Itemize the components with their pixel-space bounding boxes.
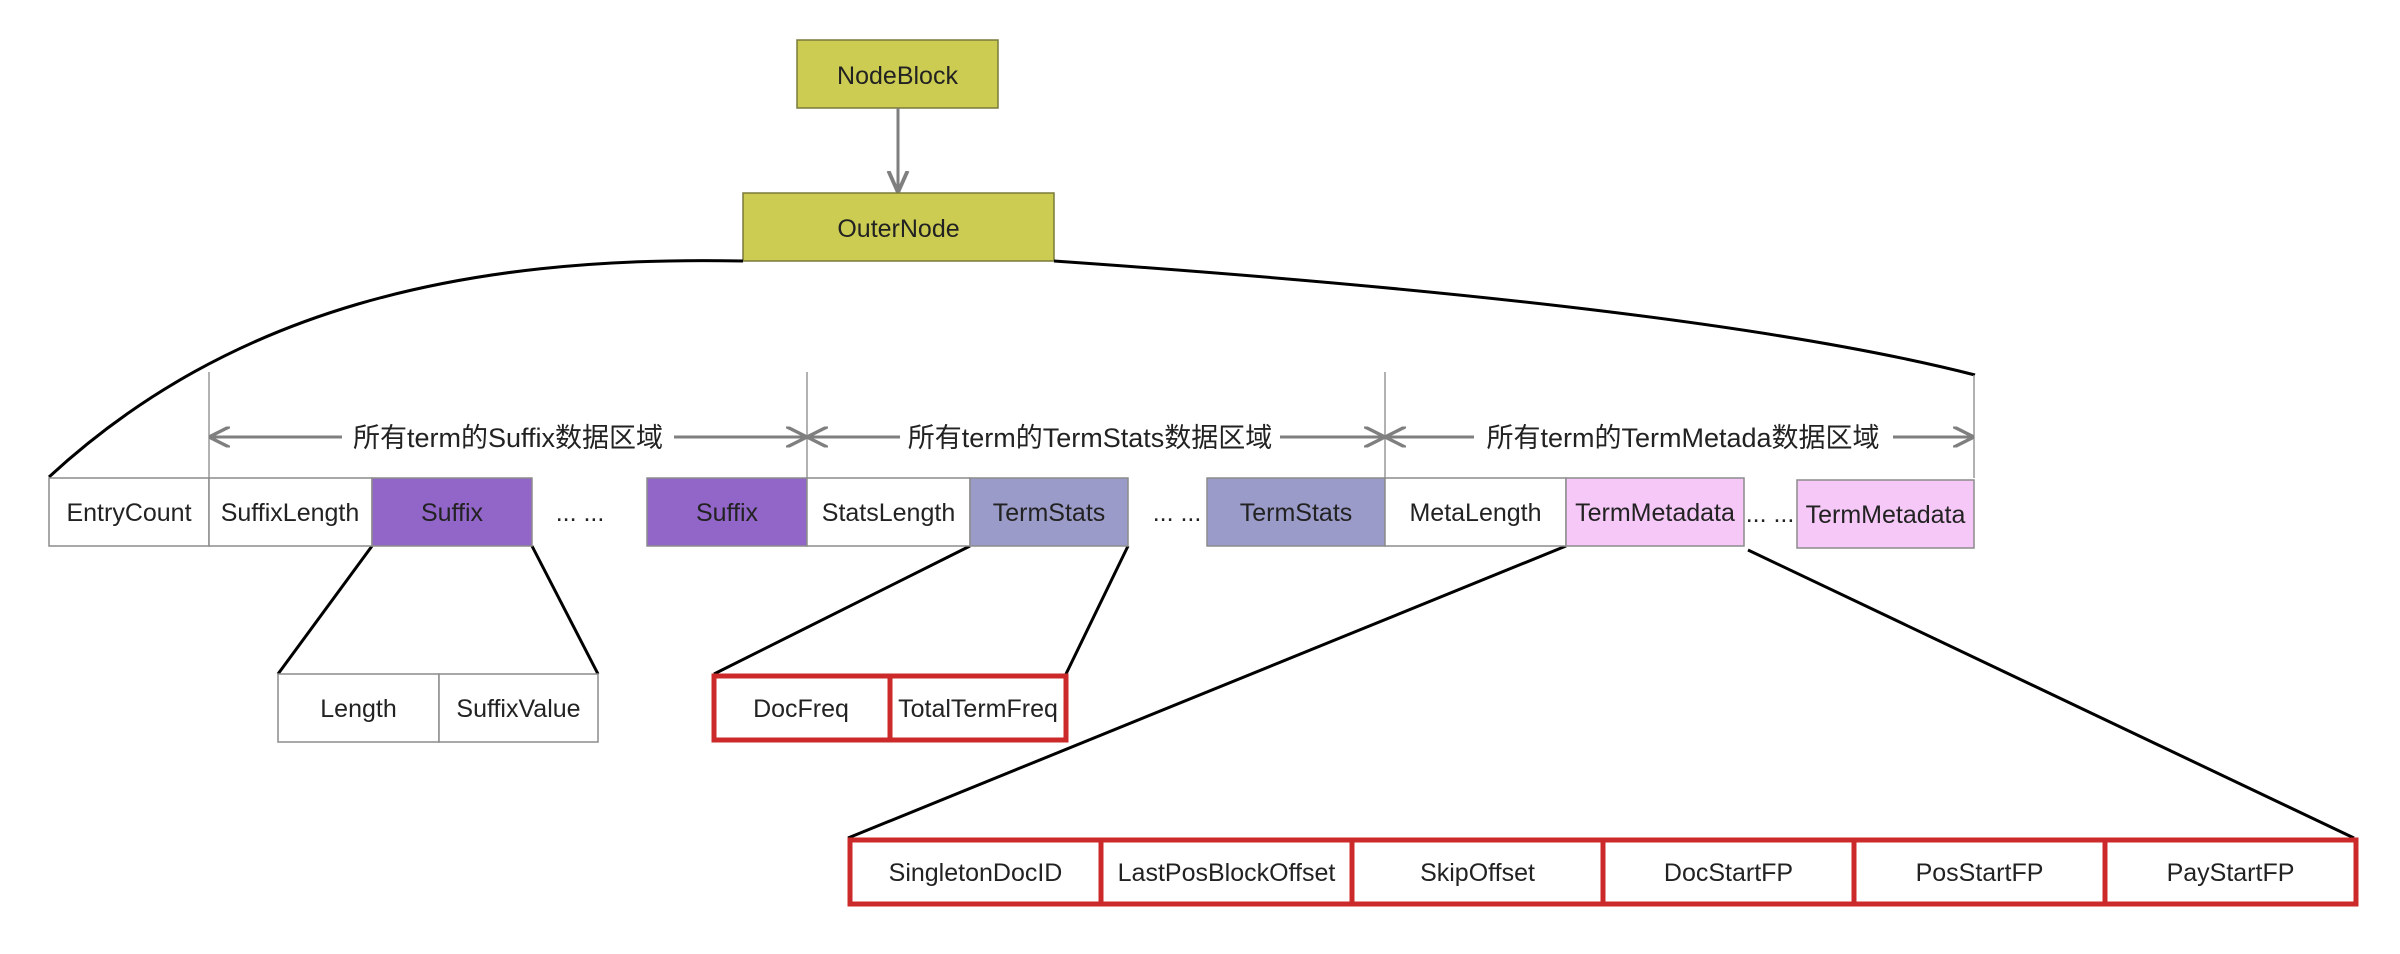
- termstats-detail-connector-left: [713, 544, 971, 676]
- outer-node-left-curve: [47, 259, 744, 479]
- termmetadata-detail-connector-right: [1747, 548, 2355, 840]
- singleton-doc-id-label: SingletonDocID: [889, 859, 1063, 887]
- node-block-label: NodeBlock: [837, 62, 958, 90]
- suffix-value-label: SuffixValue: [456, 695, 580, 723]
- termstats-detail-row: DocFreq TotalTermFreq: [711, 673, 1069, 743]
- meta-length-cell: [1384, 477, 1567, 547]
- node-block-box: [796, 39, 999, 109]
- length-cell: [277, 673, 440, 743]
- ellipsis-3: ... ...: [1746, 500, 1795, 528]
- suffix-cell-2: [646, 477, 808, 547]
- length-label: Length: [320, 695, 396, 723]
- outer-node-box: [742, 192, 1055, 262]
- last-pos-block-offset-label: LastPosBlockOffset: [1118, 859, 1336, 887]
- total-term-freq-cell: [887, 673, 1069, 743]
- suffix-detail-connector-left: [276, 545, 374, 675]
- skip-offset-label: SkipOffset: [1420, 859, 1535, 887]
- meta-length-label: MetaLength: [1409, 499, 1541, 527]
- entry-count-cell: [48, 477, 210, 547]
- termmetadata-label-2: TermMetadata: [1806, 501, 1966, 529]
- termmetadata-detail-connector-left: [847, 544, 1567, 840]
- termstats-region-label: 所有term的TermStats数据区域: [908, 423, 1273, 453]
- stats-length-label: StatsLength: [822, 499, 955, 527]
- main-row: EntryCount SuffixLength Suffix ... ... S…: [48, 477, 1975, 549]
- termstats-label-1: TermStats: [993, 499, 1106, 527]
- suffix-label-1: Suffix: [421, 499, 484, 527]
- suffix-detail-connector-right: [530, 545, 600, 675]
- doc-freq-label: DocFreq: [753, 695, 849, 723]
- termstats-cell-1: [969, 477, 1129, 547]
- ellipsis-1: ... ...: [556, 499, 605, 527]
- suffix-length-label: SuffixLength: [221, 499, 360, 527]
- stats-length-cell: [806, 477, 971, 547]
- termmetadata-cell-1: [1565, 477, 1745, 547]
- suffix-region-label: 所有term的Suffix数据区域: [353, 423, 663, 453]
- suffix-detail-row: Length SuffixValue: [277, 673, 599, 743]
- total-term-freq-label: TotalTermFreq: [898, 695, 1058, 723]
- ellipsis-2: ... ...: [1153, 499, 1202, 527]
- doc-start-fp-cell: [1600, 837, 1857, 907]
- outer-node-label: OuterNode: [837, 215, 959, 243]
- termstats-detail-connector-right: [1064, 545, 1130, 675]
- entry-count-label: EntryCount: [66, 499, 191, 527]
- termmetadata-detail-row: SingletonDocID LastPosBlockOffset SkipOf…: [847, 837, 2359, 907]
- termmetadata-cell-2: [1796, 479, 1975, 549]
- pay-start-fp-cell: [2102, 837, 2359, 907]
- termstats-cell-2: [1206, 477, 1386, 547]
- suffix-cell-1: [371, 477, 533, 547]
- pay-start-fp-label: PayStartFP: [2167, 859, 2295, 887]
- termmetadata-region-label: 所有term的TermMetada数据区域: [1486, 423, 1879, 453]
- termstats-label-2: TermStats: [1240, 499, 1353, 527]
- pos-start-fp-label: PosStartFP: [1916, 859, 2044, 887]
- doc-start-fp-label: DocStartFP: [1664, 859, 1793, 887]
- outer-node-right-curve: [1053, 259, 1976, 377]
- suffix-length-cell: [208, 477, 373, 547]
- termmetadata-label-1: TermMetadata: [1575, 499, 1735, 527]
- last-pos-block-offset-cell: [1098, 837, 1355, 907]
- suffix-label-2: Suffix: [696, 499, 759, 527]
- suffix-value-cell: [438, 673, 599, 743]
- singleton-doc-id-cell: [847, 837, 1104, 907]
